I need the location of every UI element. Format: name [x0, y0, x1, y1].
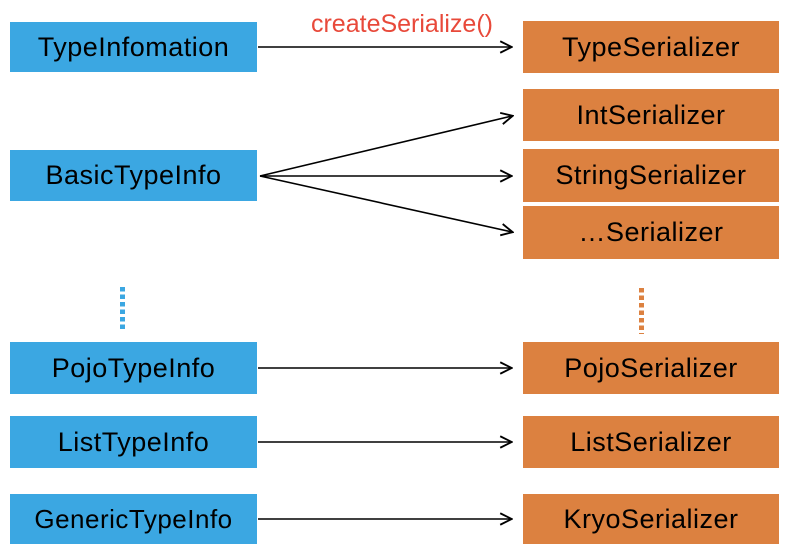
node-typeserializer: TypeSerializer: [523, 21, 779, 73]
arrow-basictypeinfo-to-intserializer: [259, 116, 512, 177]
node-stringserializer: StringSerializer: [523, 149, 779, 202]
node-typeinfomation: TypeInfomation: [10, 22, 257, 72]
node-listserializer: ListSerializer: [523, 416, 779, 468]
ellipsis-dots-left: [120, 287, 125, 331]
node-pojoserializer: PojoSerializer: [523, 342, 779, 394]
node-pojotypeinfo: PojoTypeInfo: [10, 342, 257, 394]
node-listtypeinfo: ListTypeInfo: [10, 416, 257, 468]
method-call-label: createSerialize(): [310, 10, 493, 38]
ellipsis-dots-right: [639, 288, 644, 334]
node-dotserializer: …Serializer: [523, 206, 779, 259]
node-basictypeinfo: BasicTypeInfo: [10, 150, 257, 201]
arrow-basictypeinfo-to-dotserializer: [259, 175, 512, 232]
node-generictypeinfo: GenericTypeInfo: [10, 494, 257, 544]
node-intserializer: IntSerializer: [523, 89, 779, 141]
node-kryoserializer: KryoSerializer: [523, 494, 779, 544]
